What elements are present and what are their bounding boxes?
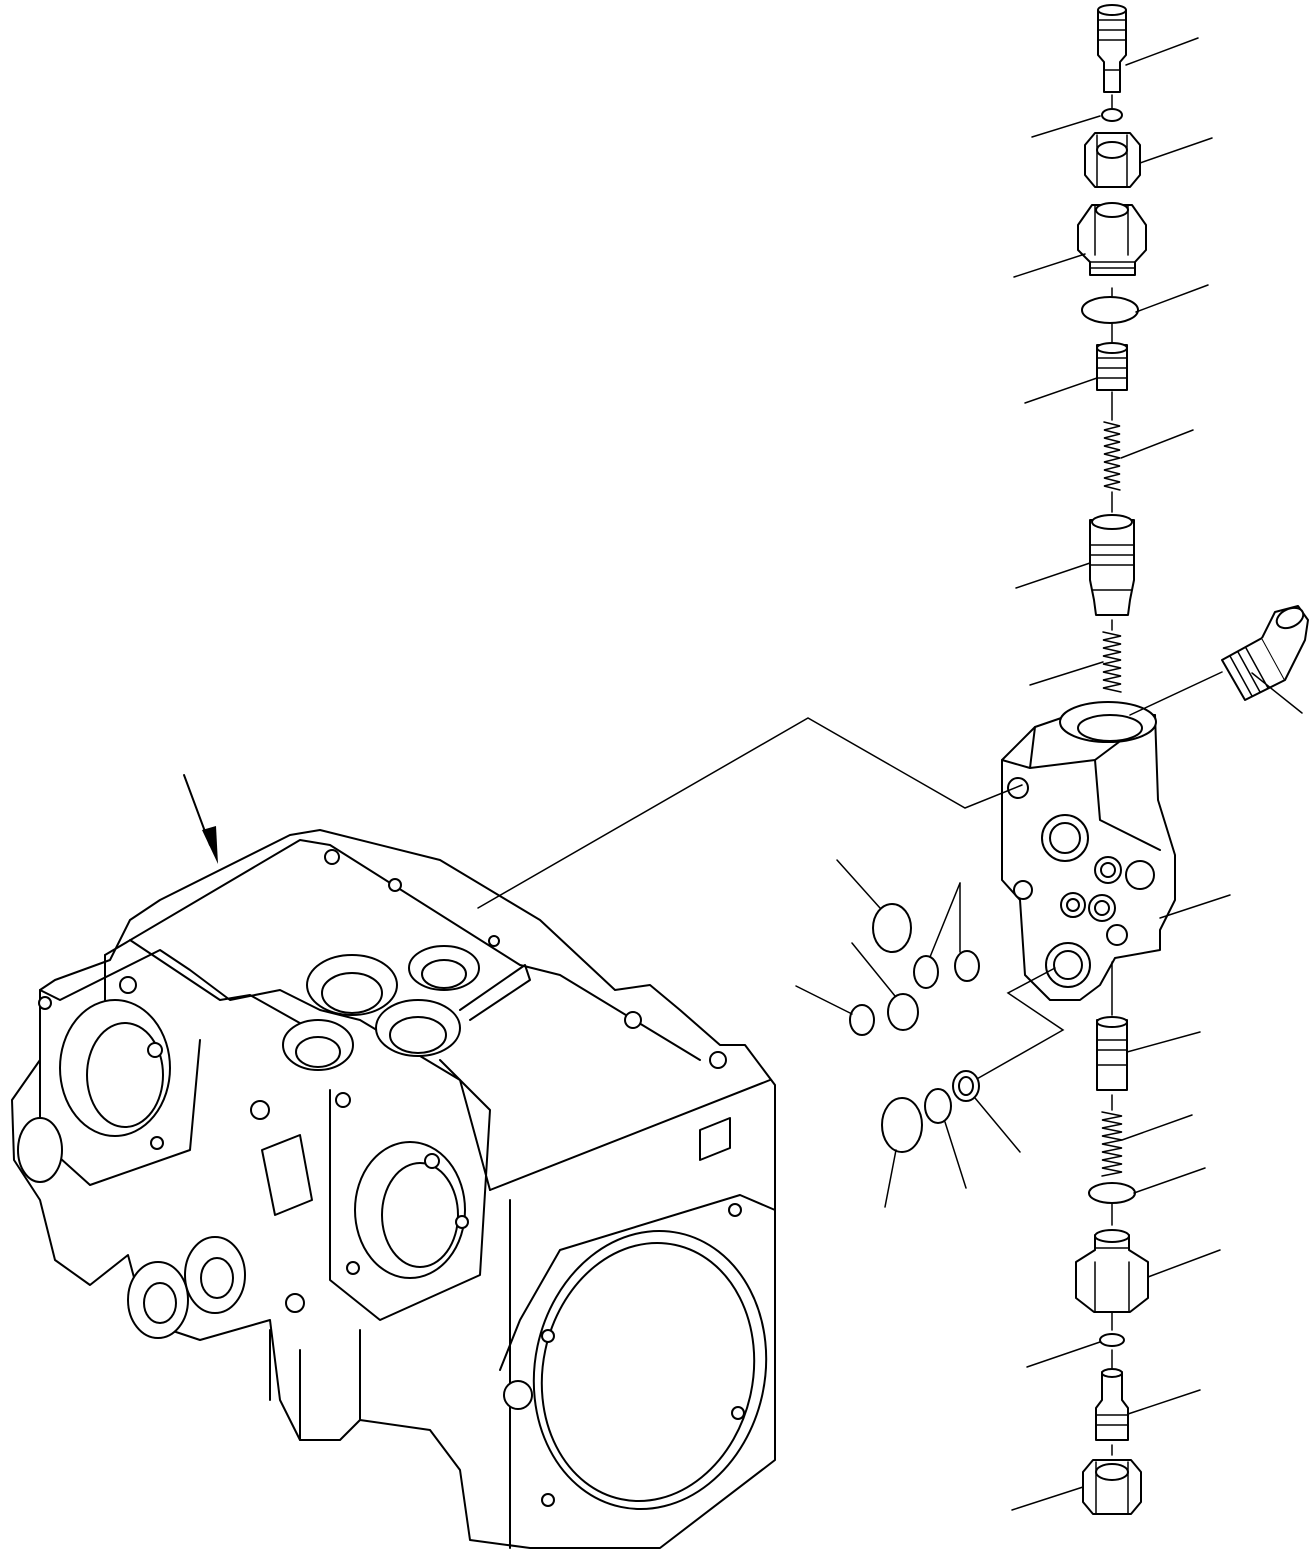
callout-leader-large-seal [884,1149,897,1208]
valve-body [1001,701,1176,1001]
callout-leaders [795,37,1303,1511]
assembly-leader-line [477,717,1023,909]
valve-parts-stack [1075,4,1309,1515]
pointer-arrow-icon [183,774,218,864]
seal-leader-line [974,967,1065,1081]
pump-body [11,829,776,1549]
o-ring-set [849,903,980,1124]
o-ring-large-lower-seal [881,1097,923,1153]
